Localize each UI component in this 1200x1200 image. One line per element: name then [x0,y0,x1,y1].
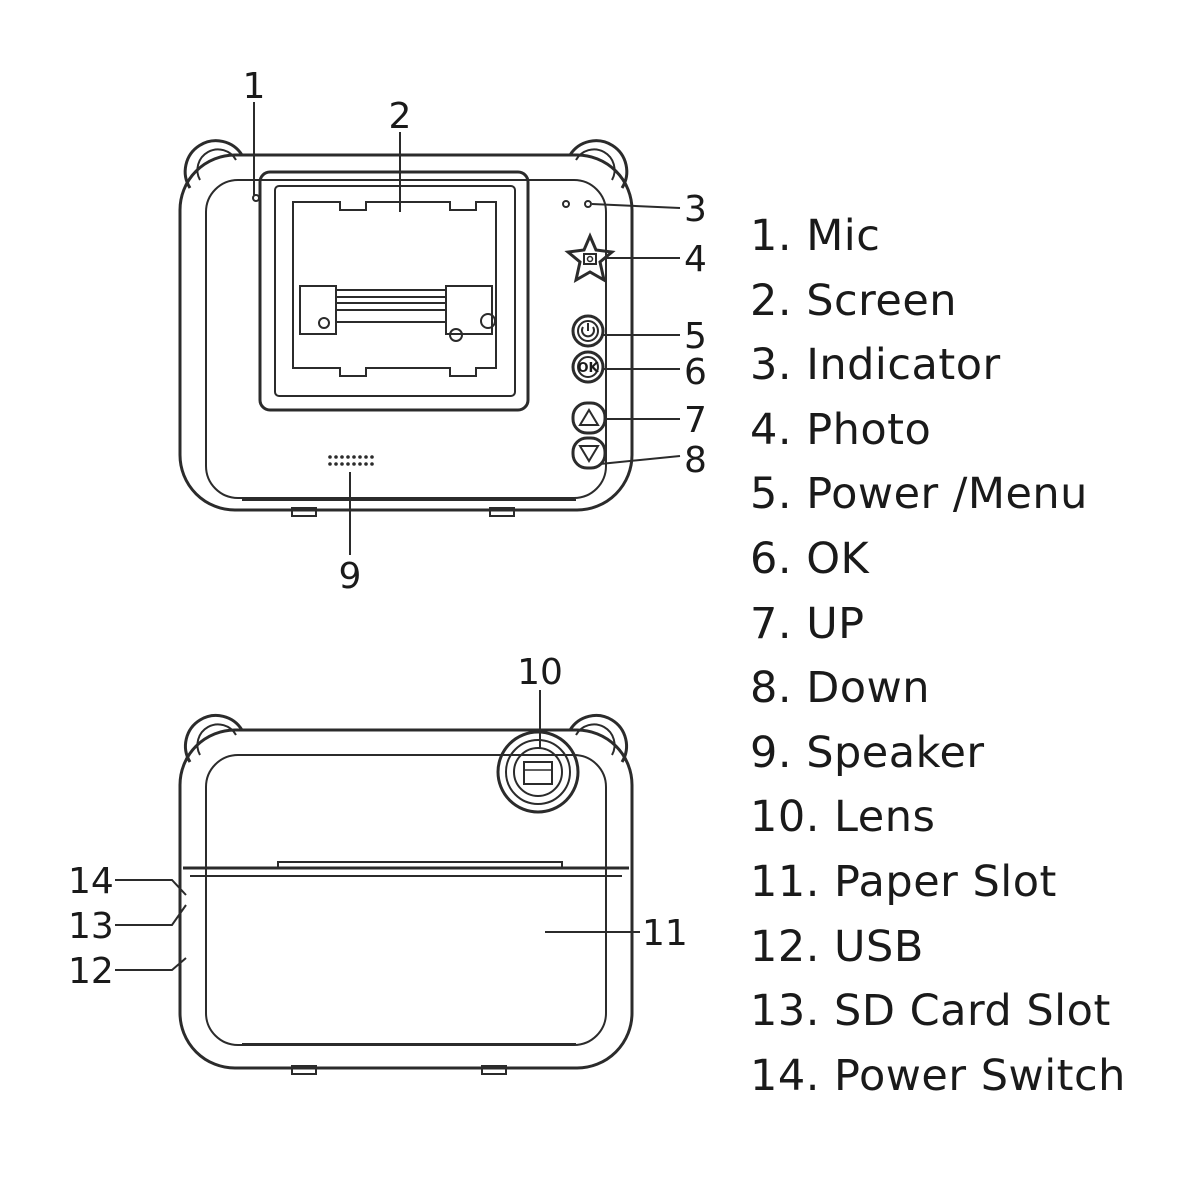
front-view [178,139,634,517]
legend-item-label: 1. Mic [750,211,881,261]
back-left-ear [184,713,244,763]
legend-item-label: 8. Down [750,663,931,714]
speaker-hole [346,455,350,459]
callout-number: 4 [684,239,707,280]
down-button[interactable] [571,436,607,470]
callout-number: 2 [389,96,412,137]
parts-legend: 1. Mic 2. Screen 3. Indicator 4. Photo 5… [750,210,1126,1114]
callout-number: 1 [243,66,266,107]
speaker-hole [328,462,332,466]
legend-item-label: 13. SD Card Slot [750,986,1111,1037]
legend-item: 9. Speaker [750,727,1126,792]
callout-number: 12 [68,951,114,992]
legend-item-label: 12. USB [750,921,924,972]
speaker-hole [340,462,344,466]
speaker-hole [328,455,332,459]
legend-item-label: 7. UP [750,598,865,649]
front-body-outer [178,153,634,512]
speaker-hole [340,455,344,459]
legend-item-label: 9. Speaker [750,727,985,778]
indicator-light-1 [562,200,570,208]
legend-item-label: 14. Power Switch [750,1050,1126,1101]
back-body-inner [205,754,607,1046]
speaker-hole [364,455,368,459]
speaker-hole [370,455,374,459]
screen [292,201,497,377]
callout-number: 5 [684,316,707,357]
legend-item: 10. Lens [750,791,1126,856]
legend-item-label: 2. Screen [750,275,958,326]
speaker-hole [358,462,362,466]
callout-number: 11 [642,913,688,954]
callout-number: 13 [68,906,114,947]
speaker-hole [352,455,356,459]
speaker-hole [334,455,338,459]
speaker-hole [352,462,356,466]
screen-frame [258,170,530,412]
back-right-ear [568,713,628,763]
legend-item: 14. Power Switch [750,1050,1126,1115]
legend-item-label: 5. Power /Menu [750,469,1088,520]
speaker-hole [370,462,374,466]
ok-button[interactable] [571,350,605,384]
legend-item-label: 11. Paper Slot [750,856,1057,907]
front-right-ear [568,139,629,189]
back-leader-lines [115,690,640,971]
legend-item-label: 10. Lens [750,792,936,843]
power-menu-button[interactable] [571,314,605,348]
legend-item-label: 6. OK [750,533,870,584]
legend-item: 2. Screen [750,275,1126,340]
speaker-hole [334,462,338,466]
callout-number: 3 [684,189,707,230]
callout-number: 8 [684,440,707,481]
callout-number: 9 [339,556,362,597]
legend-item: 7. UP [750,598,1126,663]
callout-number: 7 [684,400,707,441]
speaker-grille [328,455,374,466]
front-left-ear [183,139,244,189]
indicator-light-2 [584,200,592,208]
legend-item-label: 3. Indicator [750,340,1001,391]
legend-item-label: 4. Photo [750,404,932,455]
legend-item: 13. SD Card Slot [750,985,1126,1050]
legend-item: 8. Down [750,662,1126,727]
legend-item: 1. Mic [750,210,1126,275]
legend-item: 5. Power /Menu [750,468,1126,533]
photo-button[interactable] [564,232,616,283]
front-body-inner [205,179,607,499]
lens [496,730,580,814]
legend-item: 12. USB [750,921,1126,986]
callout-number: 14 [68,861,114,902]
legend-item: 4. Photo [750,404,1126,469]
front-leader-lines [253,102,681,555]
speaker-hole [364,462,368,466]
mic-hole [252,194,260,202]
legend-item: 6. OK [750,533,1126,598]
back-body-outer [178,728,634,1070]
legend-item: 3. Indicator [750,339,1126,404]
speaker-hole [346,462,350,466]
legend-item: 11. Paper Slot [750,856,1126,921]
back-view [178,713,634,1075]
speaker-hole [358,455,362,459]
callout-number: 6 [684,352,707,393]
ok-button-glyph: OK [577,361,599,376]
up-button[interactable] [571,401,607,435]
callout-number: 10 [517,652,563,693]
